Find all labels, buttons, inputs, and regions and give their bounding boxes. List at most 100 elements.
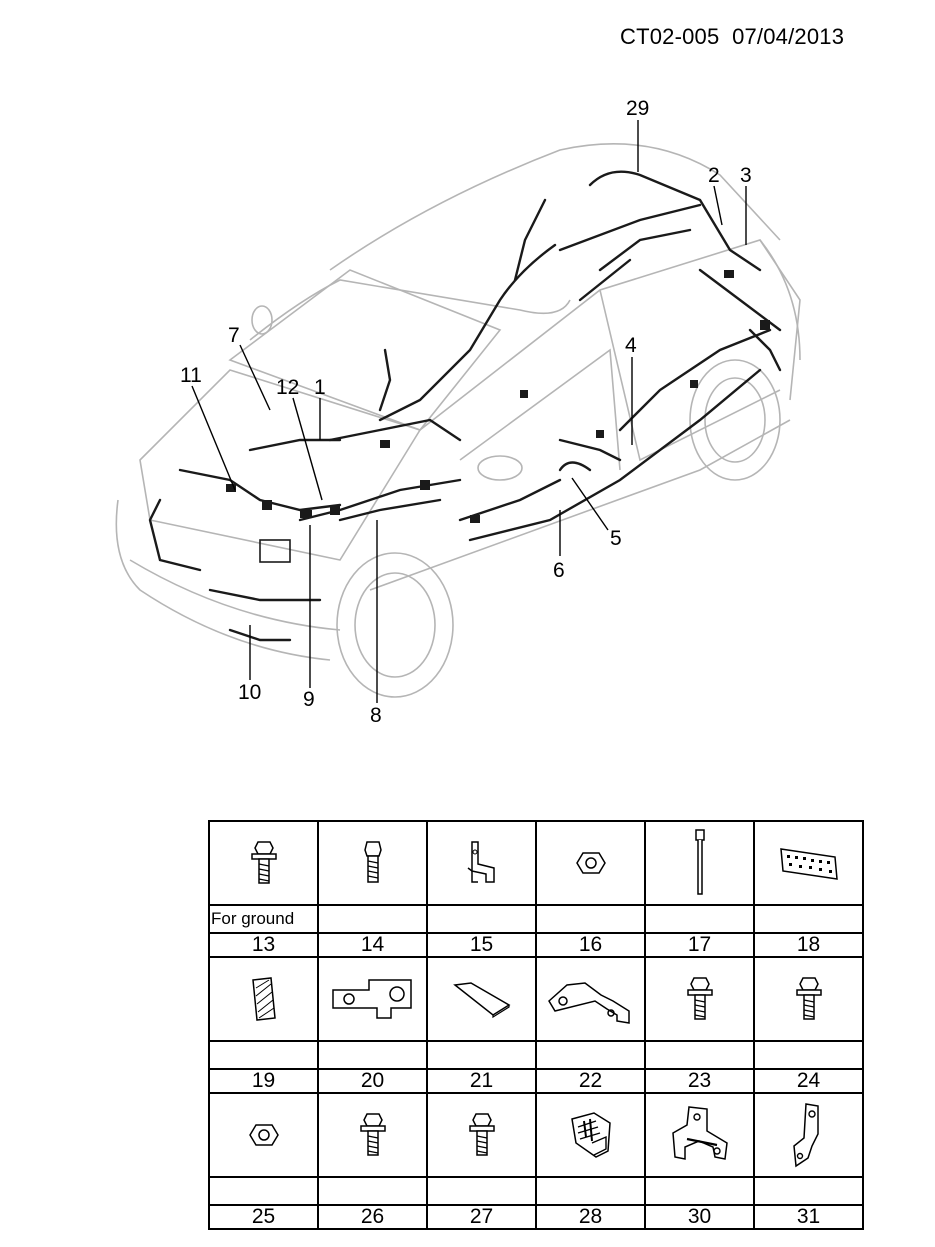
part-23-icon-cell	[644, 956, 755, 1042]
parts-number-row: 19 20 21 22 23 24	[208, 1068, 864, 1094]
parts-icon-row	[208, 1092, 864, 1178]
part-23-note	[644, 1040, 755, 1070]
part-14-note	[317, 904, 428, 934]
part-22-note	[535, 1040, 646, 1070]
car-body-outline	[115, 143, 801, 698]
part-16-note	[535, 904, 646, 934]
drawing-code: CT02-005	[620, 24, 720, 49]
part-27-icon-cell	[426, 1092, 537, 1178]
foam-pad-icon	[251, 977, 276, 1021]
part-28-note	[535, 1176, 646, 1206]
nut-icon	[575, 852, 606, 874]
part-14-icon-cell	[317, 820, 428, 906]
part-25-icon-cell	[208, 1092, 319, 1178]
part-number: 15	[426, 932, 537, 958]
callout-11: 11	[180, 364, 202, 387]
parts-number-row: 25 26 27 28 30 31	[208, 1204, 864, 1230]
flange-bolt-icon	[359, 1113, 386, 1156]
cable-tie-icon	[694, 829, 705, 895]
mounting-bracket-icon	[331, 979, 412, 1019]
part-number: 31	[753, 1204, 864, 1230]
part-number: 22	[535, 1068, 646, 1094]
callout-labels: 29 2 3 7 12 1 11 4 5 6 10 9 8	[180, 97, 752, 727]
part-31-note	[753, 1176, 864, 1206]
callout-5: 5	[610, 527, 622, 550]
parts-number-row: 13 14 15 16 17 18	[208, 932, 864, 958]
drawing-date: 07/04/2013	[732, 24, 845, 49]
parts-table: For ground 13 14 15 16 17 18	[208, 820, 864, 1230]
part-20-icon-cell	[317, 956, 428, 1042]
part-24-note	[753, 1040, 864, 1070]
part-26-note	[317, 1176, 428, 1206]
part-18-note	[753, 904, 864, 934]
part-22-icon-cell	[535, 956, 646, 1042]
flange-bolt-icon	[795, 977, 822, 1020]
part-number: 19	[208, 1068, 319, 1094]
callout-9: 9	[303, 688, 315, 711]
callout-8: 8	[370, 704, 382, 727]
part-16-icon-cell	[535, 820, 646, 906]
part-number: 13	[208, 932, 319, 958]
parts-icon-row	[208, 956, 864, 1042]
part-19-note	[208, 1040, 319, 1070]
harness-connectors	[226, 270, 770, 563]
parts-note-row: For ground	[208, 904, 864, 934]
flange-bolt-icon	[468, 1113, 495, 1156]
part-20-note	[317, 1040, 428, 1070]
connector-block-icon	[779, 848, 838, 880]
callout-4: 4	[625, 334, 637, 357]
part-15-note	[426, 904, 537, 934]
part-28-icon-cell	[535, 1092, 646, 1178]
part-number: 16	[535, 932, 646, 958]
callout-10: 10	[238, 681, 261, 704]
tape-strip-icon	[452, 982, 510, 1019]
parts-icon-row	[208, 820, 864, 906]
part-24-icon-cell	[753, 956, 864, 1042]
part-number: 17	[644, 932, 755, 958]
callout-7: 7	[228, 324, 240, 347]
bracket-icon	[467, 841, 495, 883]
callout-3: 3	[740, 164, 752, 187]
part-number: 14	[317, 932, 428, 958]
part-21-icon-cell	[426, 956, 537, 1042]
callout-1: 1	[314, 376, 326, 399]
flange-bolt-icon	[686, 977, 713, 1020]
wiring-harness-diagram: 29 2 3 7 12 1 11 4 5 6 10 9 8	[115, 97, 801, 727]
part-17-note	[644, 904, 755, 934]
callout-12: 12	[276, 376, 299, 399]
part-26-icon-cell	[317, 1092, 428, 1178]
l-bracket-icon	[792, 1103, 819, 1168]
callout-29: 29	[626, 97, 649, 120]
clip-icon	[570, 1112, 611, 1158]
part-number: 30	[644, 1204, 755, 1230]
part-30-note	[644, 1176, 755, 1206]
nut-icon	[248, 1124, 279, 1146]
part-18-icon-cell	[753, 820, 864, 906]
drawing-header: CT02-005 07/04/2013	[620, 24, 844, 50]
part-17-icon-cell	[644, 820, 755, 906]
bent-bracket-icon	[547, 982, 630, 1024]
flange-bolt-icon	[250, 841, 277, 884]
part-number: 26	[317, 1204, 428, 1230]
part-31-icon-cell	[753, 1092, 864, 1178]
callout-2: 2	[708, 164, 720, 187]
bolt-icon	[363, 841, 382, 883]
parts-note-row	[208, 1040, 864, 1070]
part-13-icon-cell	[208, 820, 319, 906]
part-number: 25	[208, 1204, 319, 1230]
part-number: 24	[753, 1068, 864, 1094]
callout-6: 6	[553, 559, 565, 582]
part-19-icon-cell	[208, 956, 319, 1042]
part-number: 28	[535, 1204, 646, 1230]
part-number: 20	[317, 1068, 428, 1094]
part-number: 21	[426, 1068, 537, 1094]
part-15-icon-cell	[426, 820, 537, 906]
plate-bracket-icon	[671, 1106, 728, 1160]
part-25-note	[208, 1176, 319, 1206]
part-number: 27	[426, 1204, 537, 1230]
part-27-note	[426, 1176, 537, 1206]
part-number: 18	[753, 932, 864, 958]
part-21-note	[426, 1040, 537, 1070]
part-number: 23	[644, 1068, 755, 1094]
wiring-harness	[148, 170, 782, 642]
